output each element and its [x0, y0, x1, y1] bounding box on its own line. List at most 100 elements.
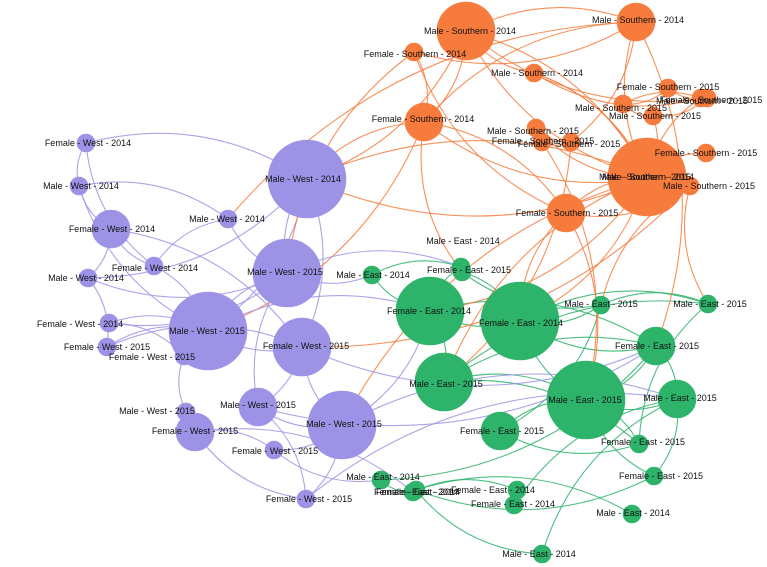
node-label: Female - Southern - 2015 [492, 136, 595, 146]
graph-node[interactable] [622, 504, 642, 524]
graph-node[interactable] [480, 281, 560, 361]
graph-node[interactable] [436, 1, 496, 61]
graph-node[interactable] [307, 390, 377, 460]
node-label: Male - Southern - 2014 [424, 26, 516, 36]
node-label: Female - East - 2014 [387, 306, 471, 316]
node-label: Male - West - 2015 [169, 326, 245, 336]
graph-node[interactable] [144, 256, 164, 276]
node-label: Male - East - 2014 [502, 549, 576, 559]
node-label: Female - East - 2015 [615, 341, 699, 351]
node-label: Male - Southern - 2015 [575, 103, 667, 113]
node-label: Male - West - 2014 [48, 273, 124, 283]
graph-node[interactable] [264, 440, 284, 460]
graph-edge [465, 30, 708, 103]
graph-edge [301, 345, 657, 386]
graph-node[interactable] [272, 317, 332, 377]
node-label: Female - East - 2015 [619, 471, 703, 481]
graph-node[interactable] [362, 265, 382, 285]
graph-node[interactable] [524, 63, 544, 83]
graph-node[interactable] [696, 143, 716, 163]
graph-node[interactable] [69, 176, 89, 196]
graph-node[interactable] [591, 295, 611, 315]
graph-edge [443, 141, 572, 383]
graph-node[interactable] [616, 2, 656, 42]
graph-node[interactable] [561, 132, 581, 152]
node-label: Female - West - 2015 [64, 342, 150, 352]
graph-node[interactable] [395, 276, 465, 346]
node-label: Male - West - 2015 [119, 406, 195, 416]
node-label: Female - Southern - 2015 [660, 95, 763, 105]
node-label: Male - West - 2015 [247, 267, 323, 277]
graph-node[interactable] [452, 262, 472, 282]
graph-node[interactable] [532, 544, 552, 564]
node-label: Female - East - 2015 [427, 265, 511, 275]
node-label: Male - Southern - 2014 [602, 172, 694, 182]
node-label: Male - West - 2014 [43, 181, 119, 191]
node-label: Female - Southern - 2014 [364, 49, 467, 59]
graph-edge [413, 51, 567, 214]
graph-node[interactable] [267, 139, 347, 219]
graph-node[interactable] [404, 42, 424, 62]
node-label: Male - Southern - 2014 [491, 68, 583, 78]
graph-node[interactable] [680, 176, 700, 196]
graph-edge [341, 373, 678, 426]
node-label: Female - East - 2014 [479, 318, 563, 328]
graph-edge [541, 398, 678, 555]
graph-node[interactable] [238, 387, 278, 427]
node-label: Male - East - 2014 [596, 508, 670, 518]
graph-edge [380, 345, 657, 481]
graph-node[interactable] [404, 102, 444, 142]
node-label: Male - East - 2015 [409, 379, 483, 389]
graph-edge [87, 277, 109, 348]
graph-node[interactable] [76, 133, 96, 153]
graph-node[interactable] [97, 337, 117, 357]
graph-node[interactable] [252, 238, 322, 308]
node-label: Male - East - 2014 [336, 270, 410, 280]
graph-node[interactable] [174, 346, 194, 366]
graph-node[interactable] [99, 313, 119, 333]
graph-node[interactable] [414, 352, 474, 412]
graph-node[interactable] [78, 268, 98, 288]
graph-node[interactable] [504, 495, 524, 515]
node-layer [69, 1, 718, 564]
graph-node[interactable] [546, 193, 586, 233]
node-label: Male - Southern - 2015 [487, 126, 579, 136]
graph-node[interactable] [629, 434, 649, 454]
node-label: Female - West - 2015 [232, 446, 318, 456]
graph-edge [78, 181, 229, 220]
graph-node[interactable] [657, 379, 697, 419]
graph-node[interactable] [658, 78, 678, 98]
graph-edge [207, 121, 425, 332]
graph-node[interactable] [636, 326, 676, 366]
graph-edge [443, 176, 648, 383]
node-label: Female - West - 2015 [266, 494, 352, 504]
graph-node[interactable] [526, 118, 546, 138]
graph-node[interactable] [176, 402, 196, 422]
node-label: Female - West - 2014 [45, 138, 131, 148]
node-label: Female - East - 2014 [471, 499, 555, 509]
graph-node[interactable] [644, 466, 664, 486]
graph-edge [371, 260, 462, 276]
node-label: Male - West - 2015 [306, 419, 382, 429]
graph-node[interactable] [406, 480, 426, 500]
graph-node[interactable] [613, 94, 633, 114]
graph-node[interactable] [296, 489, 316, 509]
graph-edge [600, 292, 709, 306]
graph-node[interactable] [643, 106, 663, 126]
graph-node[interactable] [698, 294, 718, 314]
node-label: Female - Southern - 2015 [516, 208, 619, 218]
node-label: Male - West - 2014 [265, 174, 341, 184]
graph-node[interactable] [546, 360, 626, 440]
node-label: Male - Southern - 2015 [599, 172, 691, 182]
graph-node[interactable] [371, 470, 391, 490]
graph-node[interactable] [91, 209, 131, 249]
graph-edge [415, 475, 655, 511]
graph-node[interactable] [697, 88, 717, 108]
graph-node[interactable] [618, 148, 678, 208]
graph-node[interactable] [480, 411, 520, 451]
node-label: Female - East - 2014 [376, 487, 460, 497]
node-label: Female - West - 2014 [69, 224, 155, 234]
graph-node[interactable] [218, 209, 238, 229]
